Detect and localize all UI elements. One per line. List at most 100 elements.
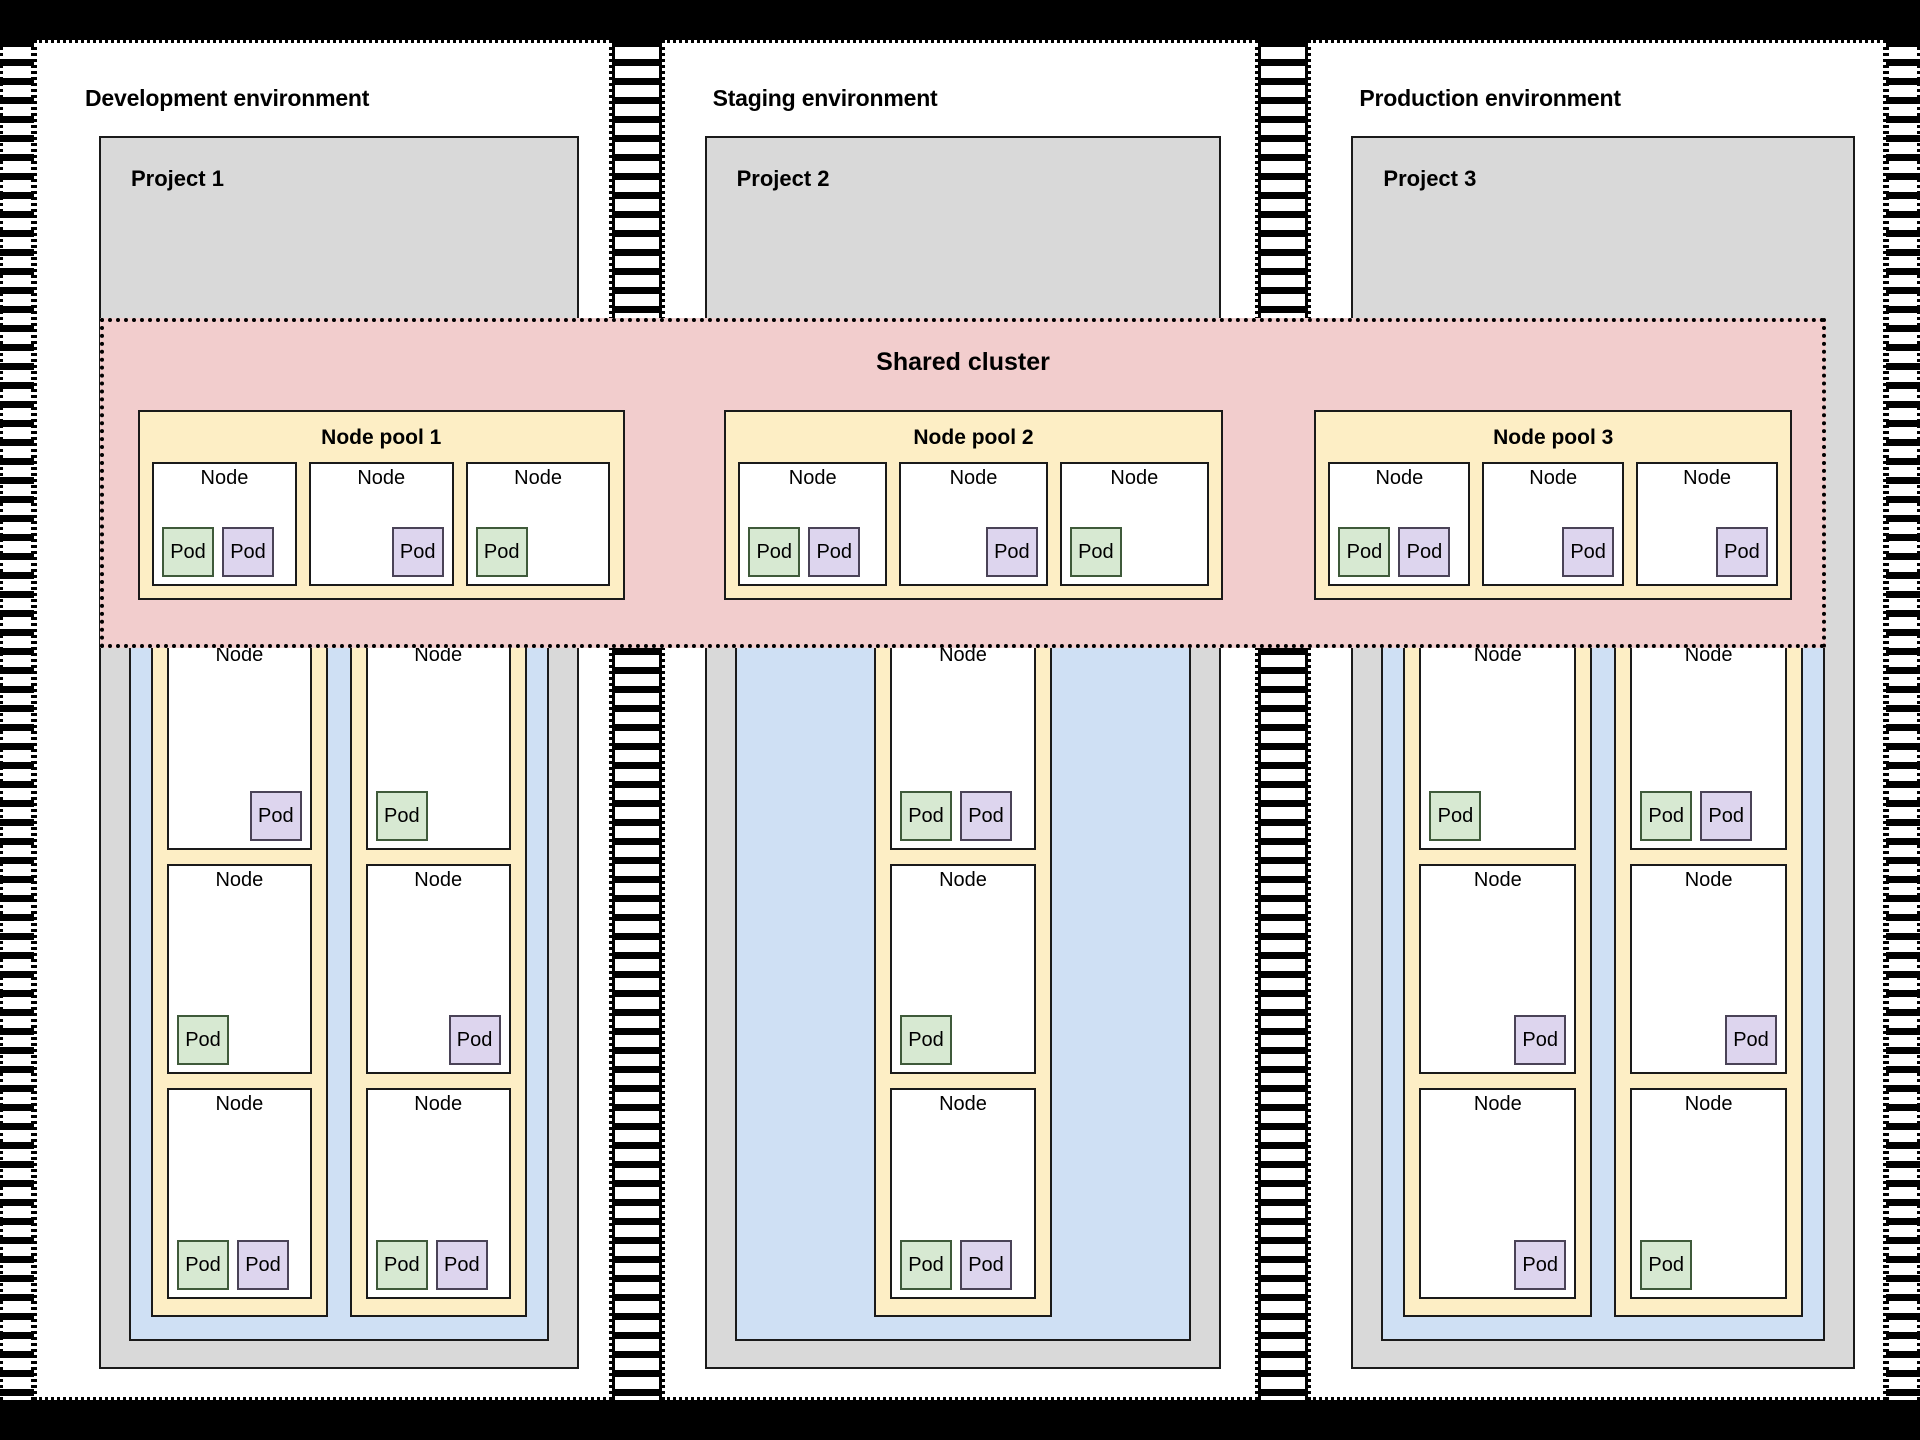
pods-container: Pod — [1421, 1118, 1574, 1297]
node: Node Pod — [308, 462, 454, 586]
node-label: Node — [414, 868, 463, 891]
pods-container: Pod Pod — [1632, 669, 1785, 848]
shared-pool-slot-1: Node pool 1 Node Pod Pod Node — [104, 410, 655, 600]
nodes-column: Node Pod Pod Node Pod — [876, 639, 1050, 1315]
pods-container: Pod — [1062, 492, 1207, 584]
pod-purple: Pod — [808, 527, 861, 577]
node: Node Pod — [167, 639, 312, 850]
environment-production: Production environment Project 3 Standar… — [1308, 40, 1886, 1400]
node-pools-standard-1: Node pool 1 Node Pod Node — [131, 587, 547, 1339]
environments-row: Development environment Project 1 Standa… — [0, 40, 1920, 1400]
node-label: Node — [1529, 467, 1578, 489]
pod-green: Pod — [1069, 527, 1122, 577]
node-label: Node — [939, 644, 987, 666]
environment-development: Development environment Project 1 Standa… — [34, 40, 612, 1400]
node-label: Node — [200, 467, 249, 489]
shared-pool-gap-2 — [1245, 410, 1293, 600]
node-label: Node — [1473, 644, 1522, 666]
shared-cluster: Shared cluster Node pool 1 Node Pod Pod — [100, 318, 1826, 648]
node-label: Node — [1684, 1093, 1733, 1116]
pods-container: Pod — [901, 492, 1046, 584]
node: Node Pod Pod — [1328, 462, 1471, 586]
node-label: Node — [215, 1093, 264, 1116]
hatch-separator-left — [0, 40, 34, 1400]
shared-cluster-node-pools: Node pool 1 Node Pod Pod Node — [104, 410, 1822, 600]
node-label: Node — [949, 467, 998, 489]
node: Node Pod — [365, 639, 511, 850]
pod-green: Pod — [375, 1240, 428, 1291]
pods-container: Pod — [1421, 894, 1574, 1073]
node-label: Node — [357, 467, 406, 489]
hatch-separator-2 — [1258, 40, 1309, 1400]
node-label: Node — [1684, 644, 1733, 666]
pod-green: Pod — [1640, 1240, 1693, 1291]
pods-container: Pod Pod — [740, 492, 885, 584]
node-label: Node — [215, 868, 264, 891]
environment-title-staging: Staging environment — [712, 85, 938, 111]
node: Node Pod — [1482, 462, 1625, 586]
node: Node Pod — [1630, 1088, 1787, 1300]
pod-purple: Pod — [1562, 527, 1615, 577]
node: Node Pod Pod — [1630, 639, 1787, 850]
node-label: Node — [1473, 868, 1522, 891]
shared-cluster-title: Shared cluster — [876, 348, 1050, 376]
node-pool-shared-3: Node pool 3 Node Pod Pod Node — [1314, 410, 1792, 600]
pods-container: Pod Pod — [368, 1118, 509, 1297]
node: Node Pod — [1636, 462, 1778, 586]
node-label: Node — [939, 1093, 987, 1116]
node: Node Pod Pod — [152, 462, 297, 586]
pod-purple: Pod — [448, 1015, 501, 1066]
node-label: Node — [215, 644, 264, 666]
nodes-column: Node Pod Node Pod — [153, 639, 326, 1315]
pods-container: Pod Pod — [892, 669, 1034, 848]
pods-container: Pod — [169, 894, 310, 1073]
nodes-column: Node Pod Pod Node Pod — [1616, 639, 1801, 1315]
pod-green: Pod — [375, 790, 428, 841]
node-label: Node — [1375, 467, 1424, 489]
environment-title-development: Development environment — [85, 85, 370, 111]
pods-container: Pod — [892, 894, 1034, 1073]
pods-container: Pod Pod — [169, 1118, 310, 1297]
project-title-3: Project 3 — [1383, 166, 1477, 191]
node-label: Node — [414, 1093, 463, 1116]
environment-title-production: Production environment — [1359, 85, 1621, 111]
pod-green: Pod — [1429, 790, 1482, 841]
project-title-1: Project 1 — [131, 166, 224, 191]
node: Node Pod — [167, 863, 312, 1075]
pod-green: Pod — [177, 1015, 229, 1066]
nodes-row: Node Pod Pod Node Pod — [1316, 462, 1790, 598]
node-label: Node — [939, 868, 987, 891]
pod-purple: Pod — [391, 527, 444, 577]
pods-container: Pod — [1421, 669, 1574, 848]
node-pool-title: Node pool 2 — [913, 426, 1034, 449]
pod-green: Pod — [748, 527, 801, 577]
pod-green: Pod — [162, 527, 214, 577]
pod-purple: Pod — [435, 1240, 488, 1291]
pod-green: Pod — [899, 790, 952, 841]
node-label: Node — [1683, 467, 1731, 489]
pod-purple: Pod — [1700, 790, 1753, 841]
node-pool-std1-1: Node pool 1 Node Pod Node — [151, 587, 328, 1317]
pods-container: Pod — [1632, 1118, 1785, 1297]
pod-green: Pod — [1338, 527, 1391, 577]
nodes-column: Node Pod Node Pod — [352, 639, 525, 1315]
node-label: Node — [514, 467, 562, 489]
node: Node Pod — [465, 462, 611, 586]
node-label: Node — [1110, 467, 1159, 489]
node-pool-std3-2: Node pool 2 Node Pod Pod — [1614, 587, 1803, 1317]
node: Node Pod Pod — [167, 1088, 312, 1300]
pods-container: Pod — [1484, 492, 1622, 584]
pod-purple: Pod — [959, 790, 1012, 841]
shared-pool-slot-3: Node pool 3 Node Pod Pod Node — [1292, 410, 1822, 600]
shared-pool-slot-2: Node pool 2 Node Pod Pod Node — [702, 410, 1244, 600]
environment-staging: Staging environment Project 2 Standard c… — [661, 40, 1259, 1400]
hatch-separator-1 — [611, 40, 662, 1400]
pods-container: Pod — [368, 894, 509, 1073]
shared-pool-gap-1 — [655, 410, 703, 600]
pod-green: Pod — [1640, 790, 1693, 841]
pods-container: Pod — [368, 669, 509, 848]
node: Node Pod — [899, 462, 1048, 586]
nodes-row: Node Pod Pod Node Pod — [140, 462, 623, 598]
node-pool-shared-1: Node pool 1 Node Pod Pod Node — [138, 410, 625, 600]
